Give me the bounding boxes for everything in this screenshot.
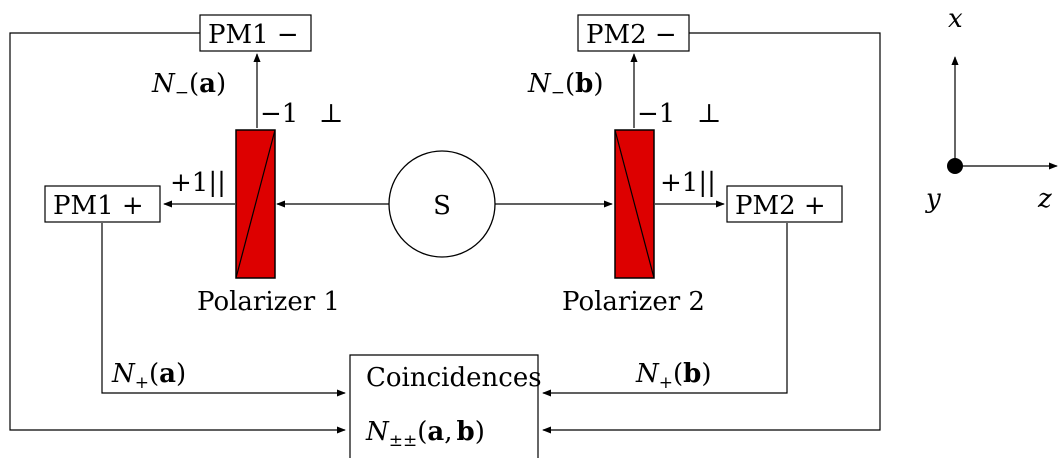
pm1-minus-box — [199, 14, 312, 52]
source: S — [388, 150, 496, 258]
wire-pm1-minus-to-coincidences — [9, 32, 346, 434]
wire-pm1-plus-to-coincidences — [101, 223, 346, 397]
x-axis-label: x — [948, 4, 963, 34]
wire-pm2-plus-to-coincidences — [542, 223, 788, 397]
p2-plus-one-label: +1|| — [660, 168, 716, 198]
y-axis-label: y — [925, 184, 941, 214]
pm1-plus-box — [44, 185, 161, 223]
p2-minus-one-label: −1 — [637, 99, 675, 129]
pm2-minus-box — [577, 14, 690, 52]
source-label: S — [433, 191, 451, 221]
pm2-plus-box — [726, 185, 843, 223]
pm2-minus-label: PM2 − — [586, 20, 677, 50]
polarizer-2: Polarizer 2 — [562, 129, 705, 317]
coordinate-axes: x y z — [925, 4, 1058, 214]
z-axis-label: z — [1037, 184, 1052, 214]
p1-perp-label: ⊥ — [319, 99, 343, 129]
n-minus-b-label: N−(b) — [527, 69, 604, 103]
n-minus-a-label: N−(a) — [151, 69, 226, 103]
coincidences-label: Coincidences — [366, 363, 542, 393]
wire-pm2-minus-to-coincidences — [542, 32, 881, 434]
p1-plus-one-label: +1|| — [170, 168, 226, 198]
n-plus-a-label: N+(a) — [111, 359, 186, 393]
n-pm-ab-label: N±±(a,b) — [365, 417, 485, 451]
polarizer-1-label: Polarizer 1 — [197, 287, 340, 317]
polarizer-2-diagonal — [614, 129, 655, 279]
pm2-plus-label: PM2 + — [735, 191, 826, 221]
y-axis-dot — [947, 158, 963, 174]
polarizer-2-label: Polarizer 2 — [562, 287, 705, 317]
pm1-plus-label: PM1 + — [53, 191, 144, 221]
coincidences-box — [349, 354, 539, 458]
pm1-minus-label: PM1 − — [208, 20, 299, 50]
n-plus-b-label: N+(b) — [635, 359, 712, 393]
polarizer-1: Polarizer 1 — [197, 129, 340, 317]
p2-perp-label: ⊥ — [697, 99, 721, 129]
p1-minus-one-label: −1 — [260, 99, 298, 129]
polarizer-1-diagonal — [235, 129, 276, 279]
